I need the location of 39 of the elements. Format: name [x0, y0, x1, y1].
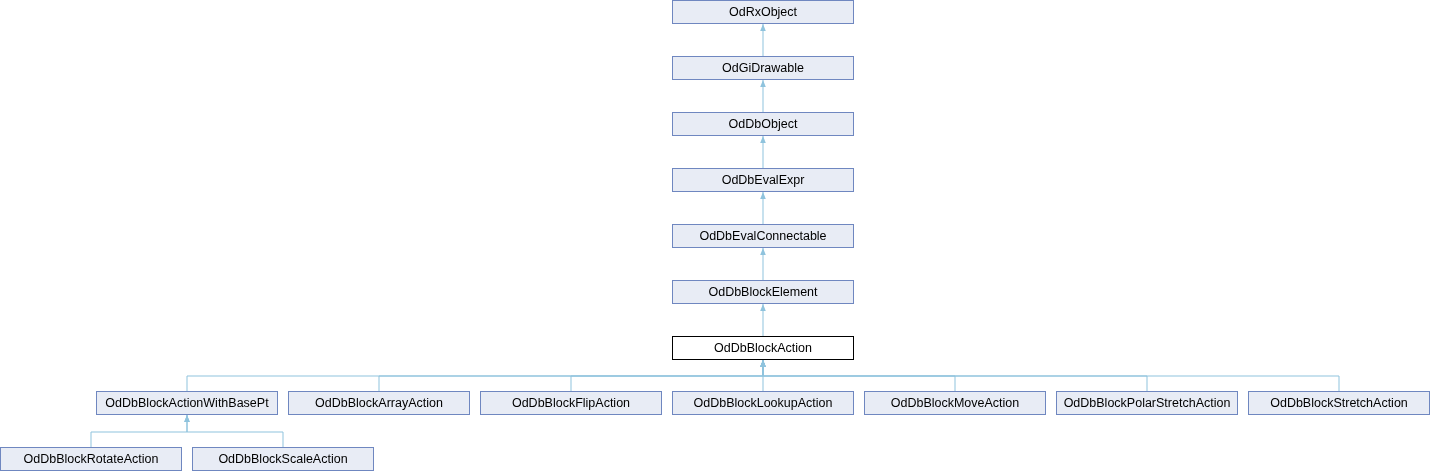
- class-name: OdDbBlockAction: [714, 341, 812, 355]
- class-box: [96, 391, 278, 415]
- class-box: [192, 447, 374, 471]
- inheritance-arrow: [760, 191, 766, 225]
- class-name: OdDbBlockStretchAction: [1270, 396, 1408, 410]
- class-name: OdDbBlockFlipAction: [511, 396, 631, 410]
- class-name: OdDbEvalExpr: [721, 173, 805, 187]
- inheritance-arrow: [760, 303, 766, 337]
- class-box: [864, 391, 1046, 415]
- current-class-box: [672, 336, 854, 360]
- class-name: OdDbBlockRotateAction: [23, 452, 159, 466]
- class-box: [0, 447, 182, 471]
- class-box: [672, 280, 854, 304]
- class-name: OdDbBlockLookupAction: [693, 396, 833, 410]
- class-name: OdDbBlockArrayAction: [315, 396, 443, 410]
- class-name: OdDbEvalConnectable: [699, 229, 827, 243]
- class-box: [672, 112, 854, 136]
- class-name: OdDbBlockActionWithBasePt: [105, 396, 269, 410]
- class-box: [672, 224, 854, 248]
- class-name: OdDbBlockPolarStretchAction: [1063, 396, 1231, 410]
- class-name: OdDbBlockScaleAction: [218, 452, 348, 466]
- class-box: [672, 168, 854, 192]
- class-box: [672, 391, 854, 415]
- inheritance-arrow: [760, 135, 766, 169]
- class-name: OdDbObject: [728, 117, 798, 131]
- class-box: [480, 391, 662, 415]
- class-name: OdDbBlockElement: [708, 285, 818, 299]
- class-name: OdDbBlockMoveAction: [890, 396, 1020, 410]
- inheritance-arrow: [760, 79, 766, 113]
- class-box: [672, 0, 854, 24]
- class-name: OdGiDrawable: [722, 61, 804, 75]
- inheritance-arrow: [184, 414, 284, 448]
- class-box: [672, 56, 854, 80]
- class-box: [288, 391, 470, 415]
- inheritance-arrow: [760, 247, 766, 281]
- inheritance-arrow: [760, 23, 766, 57]
- class-box: [1056, 391, 1238, 415]
- class-box: [1248, 391, 1430, 415]
- class-name: OdRxObject: [728, 5, 798, 19]
